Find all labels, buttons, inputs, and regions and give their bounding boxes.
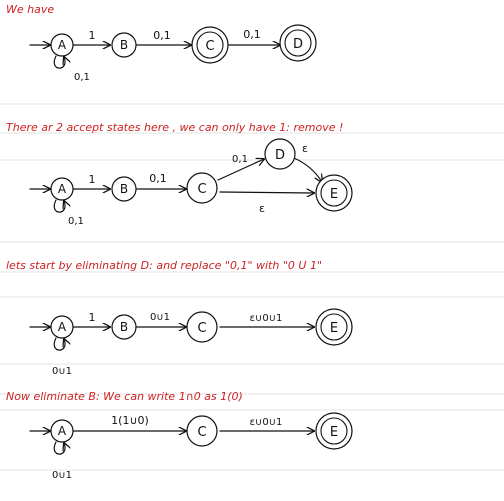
state-b (111, 176, 137, 202)
state-a (50, 315, 74, 339)
edge-b-c-label: 0∪1 (150, 312, 170, 323)
state-a (50, 419, 74, 443)
edge-b-c-label: 0,1 (149, 172, 167, 185)
edge-c-e-label: ε∪0∪1 (250, 313, 283, 324)
state-c-inner-ring (196, 31, 224, 59)
loop-a (53, 56, 65, 69)
edge-c-e-label: ε∪0∪1 (250, 417, 283, 428)
state-e-inner-ring (320, 313, 348, 341)
diagram-2: A B C D E 1 0,1 0,1 ε ε 0,1 (29, 138, 353, 227)
state-a-label: A (58, 182, 67, 196)
state-d-label: D (293, 37, 303, 52)
state-e-label: E (330, 321, 338, 336)
state-e-label: E (330, 425, 338, 440)
edge-a-b-label: 1 (89, 173, 96, 186)
loop-a (53, 338, 65, 351)
state-c-label: C (205, 39, 214, 54)
state-c (186, 311, 218, 343)
state-b (111, 314, 137, 340)
diagram-4: A C E 1(1∪0) ε∪0∪1 0∪1 (29, 412, 353, 481)
diagram-3: A B C E 1 0∪1 ε∪0∪1 0∪1 (29, 308, 353, 377)
state-e-label: E (330, 187, 338, 202)
state-c-label: C (197, 182, 206, 197)
state-b-label: B (120, 320, 128, 334)
state-c-label: C (197, 425, 206, 440)
edge-b-c-label: 0,1 (153, 29, 171, 42)
loop-a-label: 0∪1 (52, 366, 72, 377)
loop-a-label: 0,1 (74, 72, 90, 83)
note-eliminate-d: lets start by eliminating D: and replace… (6, 259, 322, 272)
note-two-accept-states: There ar 2 accept states here , we can o… (6, 121, 343, 134)
edge-c-e-label: ε (259, 202, 265, 215)
state-a-label: A (58, 320, 67, 334)
edge-c-d-label: 0,1 (243, 28, 261, 41)
state-e-inner-ring (320, 179, 348, 207)
edge-c-d-label: 0,1 (232, 154, 248, 165)
state-c (186, 172, 218, 204)
state-a (50, 177, 74, 201)
state-b (111, 32, 137, 58)
ruled-lines (0, 103, 504, 471)
state-d-label: D (275, 148, 285, 163)
loop-a-label: 0∪1 (52, 470, 72, 481)
state-a-label: A (58, 38, 67, 52)
state-e-inner-ring (320, 417, 348, 445)
state-b-label: B (120, 38, 128, 52)
edge-c-d (217, 159, 264, 181)
state-b-label: B (120, 182, 128, 196)
note-eliminate-b: Now eliminate B: We can write 1∩0 as 1(0… (6, 390, 243, 403)
diagram-1: A B C D 1 0,1 0,1 0,1 (29, 24, 317, 83)
state-a (50, 33, 74, 57)
state-d (264, 138, 296, 170)
edge-a-c-label: 1(1∪0) (111, 414, 149, 427)
loop-a (53, 200, 65, 213)
edge-a-b-label: 1 (89, 311, 96, 324)
edge-d-e-label: ε (302, 142, 308, 155)
state-c (186, 415, 218, 447)
loop-a (53, 442, 65, 455)
state-d-inner-ring (284, 29, 312, 57)
state-c-label: C (197, 321, 206, 336)
state-a-label: A (58, 424, 67, 438)
edge-a-b-label: 1 (89, 29, 96, 42)
loop-a-label: 0,1 (68, 216, 84, 227)
edge-c-e (219, 192, 314, 193)
edge-d-e (293, 157, 322, 182)
note-we-have: We have (6, 3, 54, 16)
